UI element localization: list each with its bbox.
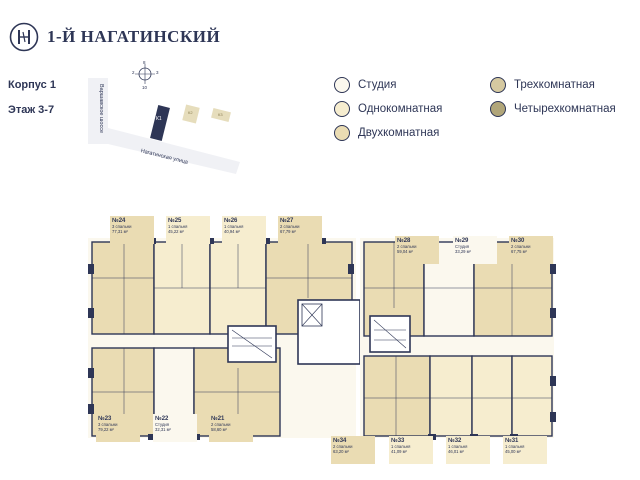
apartment-label-24[interactable]: №24 3 спальни 77,31 м²: [110, 216, 154, 244]
apartment-label-21[interactable]: №21 2 спальни 58,60 м²: [209, 414, 253, 442]
compass-east: 3: [156, 70, 159, 75]
apartment-number: №26: [224, 218, 238, 224]
apartment-rooms: 3 спальни: [112, 224, 132, 230]
legend-swatch: [334, 125, 350, 141]
apartment-rooms: Студия: [455, 244, 469, 250]
apartment-area: 45,22 м²: [168, 228, 184, 234]
legend-item-one-room: Однокомнатная: [334, 101, 442, 117]
apartment-label-22[interactable]: №22 Студия 32,31 м²: [153, 414, 197, 442]
apartment-rooms: 2 спальни: [211, 422, 231, 428]
apartment-label-32[interactable]: №32 1 спальня 46,01 м²: [446, 436, 490, 464]
apartment-rooms: 1 спальня: [448, 444, 468, 450]
apartment-area: 59,04 м²: [397, 248, 413, 254]
apartment-label-25[interactable]: №25 1 спальня 45,22 м²: [166, 216, 210, 244]
compass-west: 10: [142, 85, 148, 90]
apartment-34: [363, 355, 431, 437]
apartment-label-27[interactable]: №27 2 спальни 67,79 м²: [278, 216, 322, 244]
legend-label: Четырехкомнатная: [514, 103, 616, 115]
apartment-number: №21: [211, 416, 225, 422]
apartment-area: 79,22 м²: [98, 426, 114, 432]
apartment-area: 40,94 м²: [224, 228, 240, 234]
apartment-rooms: 1 спальня: [505, 444, 525, 450]
apartment-area: 67,75 м²: [511, 248, 527, 254]
apartment-number: №25: [168, 218, 182, 224]
block-label-k3: К3: [218, 112, 223, 117]
legend-item-two-room: Двухкомнатная: [334, 125, 439, 141]
legend-swatch: [490, 77, 506, 93]
apartment-area: 63,20 м²: [333, 448, 349, 454]
apartment-label-23[interactable]: №23 3 спальни 79,22 м²: [96, 414, 140, 442]
compass-north: 2: [132, 70, 135, 75]
apartment-number: №23: [98, 416, 112, 422]
apartment-rooms: 2 спальни: [511, 244, 531, 250]
apartment-number: №29: [455, 238, 469, 244]
legend-swatch: [490, 101, 506, 117]
street-label-varshavskoe: Варшавское шоссе: [98, 84, 104, 134]
floor-label: Этаж 3-7: [8, 104, 55, 116]
block-label-k2: К2: [188, 110, 193, 115]
apartment-32: [471, 355, 513, 437]
apartment-rooms: 2 спальни: [333, 444, 353, 450]
legend-swatch: [334, 101, 350, 117]
apartment-31: [511, 355, 553, 437]
apartment-number: №30: [511, 238, 525, 244]
apartment-area: 45,00 м²: [505, 448, 521, 454]
apartment-label-30[interactable]: №30 2 спальни 67,75 м²: [509, 236, 553, 264]
apartment-rooms: Студия: [155, 422, 169, 428]
apartment-number: №33: [391, 438, 405, 444]
building-label: Корпус 1: [8, 79, 56, 91]
brand-logo: [9, 22, 39, 52]
apartment-rooms: 2 спальни: [280, 224, 300, 230]
apartment-label-33[interactable]: №33 1 спальня 41,09 м²: [389, 436, 433, 464]
apartment-label-26[interactable]: №26 1 спальня 40,94 м²: [222, 216, 266, 244]
apartment-rooms: 3 спальни: [98, 422, 118, 428]
legend-label: Студия: [358, 79, 397, 91]
apartment-label-34[interactable]: №34 2 спальни 63,20 м²: [331, 436, 375, 464]
site-map: Варшавское шоссе Нагатинская улица К1 К2…: [80, 48, 350, 208]
apartment-area: 32,31 м²: [155, 426, 171, 432]
apartment-label-29[interactable]: №29 Студия 33,29 м²: [453, 236, 497, 264]
apartment-label-31[interactable]: №31 1 спальня 45,00 м²: [503, 436, 547, 464]
compass-south: 8: [143, 60, 146, 65]
legend-swatch: [334, 77, 350, 93]
apartment-number: №24: [112, 218, 126, 224]
apartment-area: 46,01 м²: [448, 448, 464, 454]
apartment-number: №28: [397, 238, 411, 244]
legend-label: Двухкомнатная: [358, 127, 440, 139]
apartment-area: 58,60 м²: [211, 426, 227, 432]
legend-label: Однокомнатная: [358, 103, 443, 115]
apartment-rooms: 2 спальни: [397, 244, 417, 250]
apartment-rooms: 1 спальня: [391, 444, 411, 450]
apartment-number: №34: [333, 438, 347, 444]
brand-name: 1-Й НАГАТИНСКИЙ: [47, 27, 221, 46]
apartment-number: №31: [505, 438, 519, 444]
apartment-area: 33,29 м²: [455, 248, 471, 254]
legend-label: Трехкомнатная: [514, 79, 595, 91]
apartment-rooms: 1 спальня: [168, 224, 188, 230]
apartment-label-28[interactable]: №28 2 спальни 59,04 м²: [395, 236, 439, 264]
block-label-k1: К1: [156, 116, 162, 122]
apartment-area: 67,79 м²: [280, 228, 296, 234]
floor-plan: №24 3 спальни 77,31 м² №25 1 спальня 45,…: [88, 208, 558, 480]
apartment-24: [91, 241, 155, 335]
legend-item-studio: Студия: [334, 77, 396, 93]
legend-item-three-room: Трехкомнатная: [490, 77, 595, 93]
apartment-number: №22: [155, 416, 169, 422]
apartment-33: [429, 355, 473, 437]
apartment-number: №27: [280, 218, 294, 224]
apartment-number: №32: [448, 438, 462, 444]
apartment-area: 41,09 м²: [391, 448, 407, 454]
apartment-area: 77,31 м²: [112, 228, 128, 234]
apartment-rooms: 1 спальня: [224, 224, 244, 230]
legend-item-four-room: Четырехкомнатная: [490, 101, 616, 117]
